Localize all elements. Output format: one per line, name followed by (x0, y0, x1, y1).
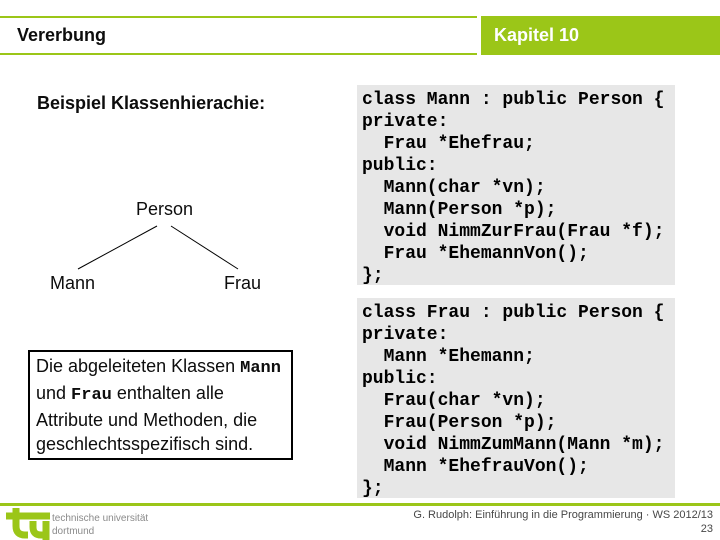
code-block-class-frau: class Frau : public Person { private: Ma… (357, 298, 675, 499)
note-text-after: enthalten alle Attribute und Methoden, d… (36, 383, 258, 454)
chapter-badge: Kapitel 10 (481, 16, 720, 55)
code-line: Frau(char *vn); (362, 391, 546, 411)
code-line: Mann(char *vn); (362, 178, 546, 198)
code-line: class Frau : public Person { (362, 303, 665, 323)
code-line: private: (362, 112, 449, 132)
note-box: Die abgeleiteten Klassen Mann und Frau e… (28, 350, 293, 460)
page-number: 23 (700, 523, 713, 535)
header-title-bar: Vererbung (0, 16, 477, 55)
credit-line: G. Rudolph: Einführung in die Programmie… (413, 509, 713, 521)
tu-dortmund-logo-icon (6, 508, 50, 540)
code-line: Mann *EhefrauVon(); (362, 457, 589, 477)
university-name-line2: dortmund (52, 526, 95, 537)
code-block-class-mann: class Mann : public Person { private: Fr… (357, 85, 675, 286)
slide-title: Vererbung (17, 25, 107, 45)
code-line: void NimmZurFrau(Frau *f); (362, 222, 665, 242)
code-line: public: (362, 369, 438, 389)
code-line: public: (362, 156, 438, 176)
chapter-label: Kapitel 10 (494, 25, 580, 45)
code-line: Frau(Person *p); (362, 413, 557, 433)
note-code-word-mann: Mann (240, 359, 281, 378)
code-line: Mann *Ehemann; (362, 347, 535, 367)
footer-divider (0, 503, 720, 506)
diagram-node-person: Person (136, 199, 194, 219)
code-line: class Mann : public Person { (362, 90, 665, 110)
footer-credit: G. Rudolph: Einführung in die Programmie… (413, 508, 713, 536)
code-line: Frau *Ehefrau; (362, 134, 535, 154)
code-line: }; (362, 266, 384, 286)
diagram-node-frau: Frau (224, 273, 262, 293)
code-line: }; (362, 479, 384, 499)
code-line: Frau *EhemannVon(); (362, 244, 589, 264)
code-line: void NimmZumMann(Mann *m); (362, 435, 665, 455)
diagram-node-mann: Mann (50, 273, 96, 293)
code-line: private: (362, 325, 449, 345)
note-text-middle: und (36, 383, 72, 403)
note-text-before: Die abgeleiteten Klassen (36, 356, 241, 376)
code-line: Mann(Person *p); (362, 200, 557, 220)
university-name-line1: technische universität (52, 513, 149, 524)
note-code-word-frau: Frau (71, 386, 112, 405)
university-name: technische universität dortmund (52, 512, 148, 538)
section-heading: Beispiel Klassenhierachie: (37, 93, 266, 113)
